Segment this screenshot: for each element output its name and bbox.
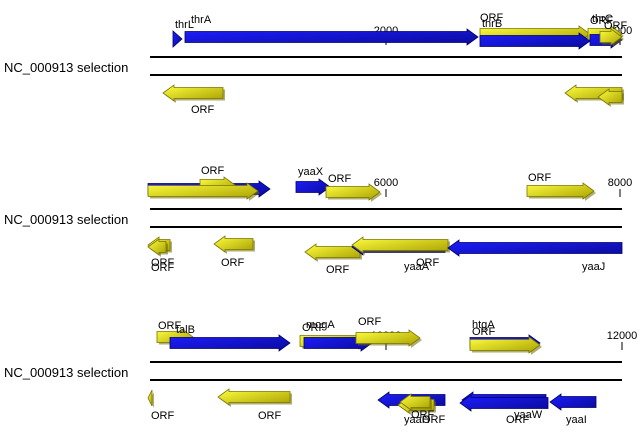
track-3: NC_000913 selection1000012000ORFtalBORFm… (4, 316, 637, 426)
thrb-forward-arrow[interactable] (479, 32, 591, 50)
sequence-label: NC_000913 selection (4, 212, 128, 227)
orf-reverse-arrow[interactable] (351, 236, 449, 254)
feature-label: ORF (221, 257, 245, 269)
orf-forward-arrow[interactable] (599, 28, 623, 46)
feature-label: yaaI (566, 414, 587, 426)
orf-reverse-arrow[interactable] (147, 238, 167, 256)
feature-label: thrB (482, 18, 502, 30)
feature-label: ORF (411, 409, 435, 421)
orf-reverse-arrow[interactable] (304, 243, 361, 261)
orf-reverse-arrow[interactable] (217, 388, 291, 406)
feature-label: ORF (416, 257, 440, 269)
feature-forward-arrow[interactable] (147, 182, 259, 200)
tick-label: 6000 (374, 177, 398, 189)
feature-reverse-arrow[interactable] (597, 88, 623, 106)
feature-label: ORF (472, 326, 496, 338)
tick-label: 8000 (608, 177, 632, 189)
feature-label: ORF (151, 257, 175, 269)
feature-label: ORF (422, 414, 446, 426)
thra-forward-arrow[interactable] (184, 28, 479, 46)
sequence-label: NC_000913 selection (4, 365, 128, 380)
feature-label: yaaJ (582, 261, 605, 273)
feature-label: ORF (151, 262, 175, 274)
orf-reverse-arrow[interactable] (399, 393, 431, 411)
feature-label: ORF (358, 316, 382, 328)
feature-label: talB (176, 324, 195, 336)
feature-label: thrA (191, 14, 212, 26)
sequence-label: NC_000913 selection (4, 60, 128, 75)
tick-label: 12000 (607, 330, 638, 342)
feature-label: ORF (480, 12, 504, 24)
feature-label: thrC (592, 13, 613, 25)
feature-label: ORF (506, 414, 530, 426)
feature-label: ORF (528, 172, 552, 184)
feature-label: ORF (328, 173, 352, 185)
feature-label: ORF (201, 165, 225, 177)
feature-label: mogA (306, 319, 335, 331)
orf-forward-arrow[interactable] (469, 336, 541, 354)
orf-forward-arrow[interactable] (526, 182, 595, 200)
feature-label: ORF (191, 104, 215, 116)
orf-reverse-arrow[interactable] (162, 84, 224, 102)
feature-label: ORF (604, 20, 628, 32)
feature-label: yaaH (404, 414, 430, 426)
feature-label: ORF (326, 264, 350, 276)
orf-forward-arrow[interactable] (355, 329, 421, 347)
feature-label: yaaX (298, 166, 324, 178)
orf-reverse-arrow[interactable] (459, 394, 549, 412)
feature-label: yaaA (404, 261, 430, 273)
thrl-forward-arrow[interactable] (172, 30, 183, 48)
feature-label: ORF (258, 410, 282, 422)
yaaj-reverse-arrow[interactable] (447, 239, 623, 257)
feature-label: ORF (590, 15, 614, 27)
yaai-reverse-arrow[interactable] (549, 393, 597, 411)
yaax-forward-arrow[interactable] (295, 178, 331, 196)
orf-reverse-arrow[interactable] (213, 235, 254, 253)
orf-forward-arrow[interactable] (325, 183, 381, 201)
talb-forward-arrow[interactable] (169, 334, 291, 352)
feature-label: ORF (302, 322, 326, 334)
orf-reverse-arrow[interactable] (147, 389, 153, 407)
feature-label: thrL (175, 19, 194, 31)
feature-label: ORF (151, 410, 175, 422)
feature-label: yaaW (514, 409, 543, 421)
feature-label: ORF (158, 320, 182, 332)
feature-label: htgA (472, 319, 495, 331)
